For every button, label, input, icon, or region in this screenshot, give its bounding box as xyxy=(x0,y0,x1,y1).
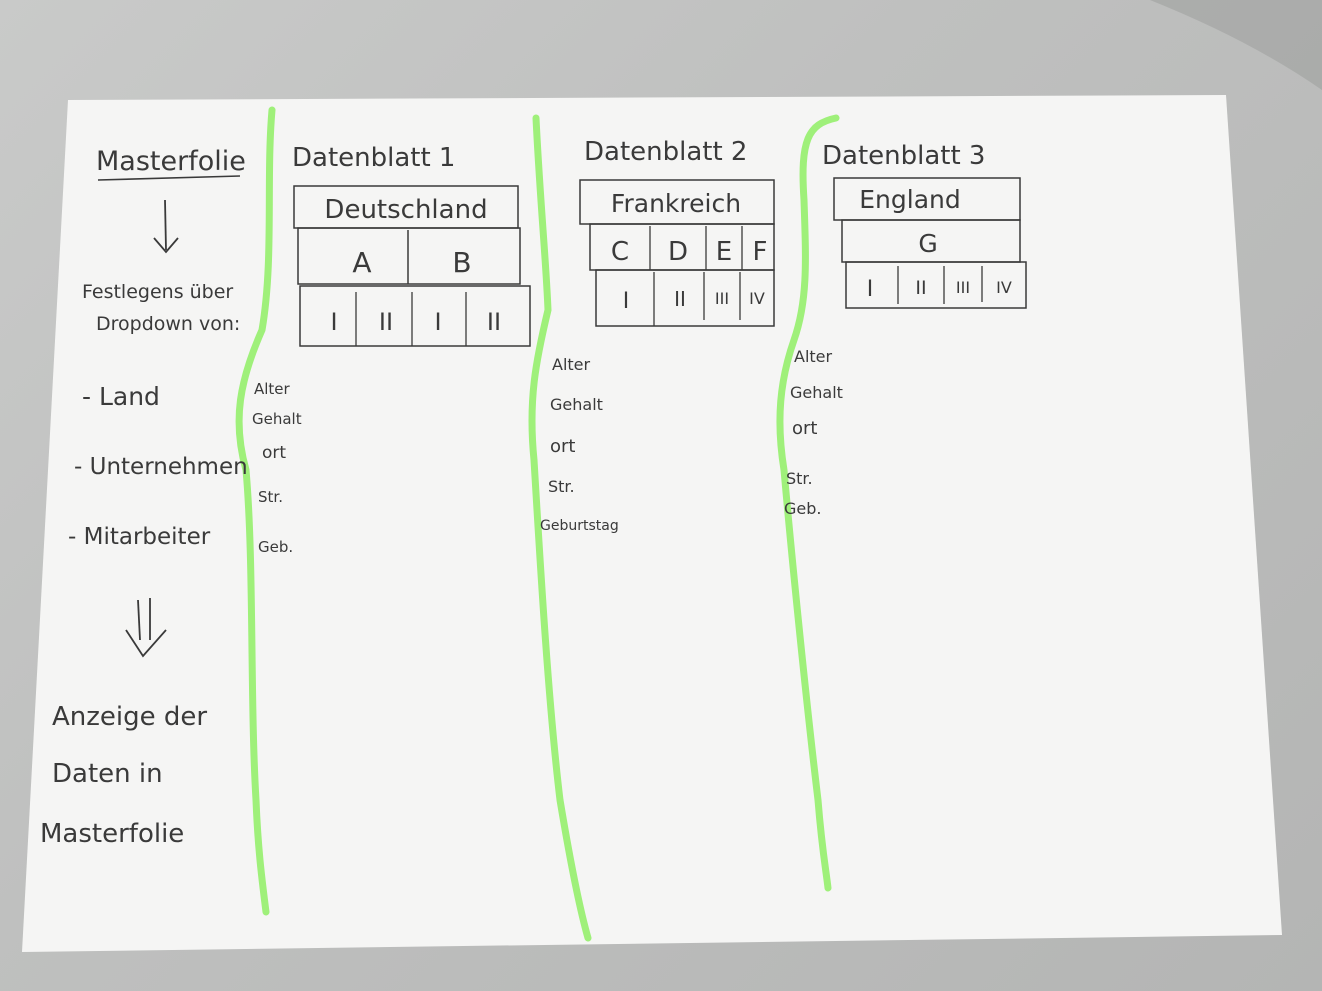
sheet-2: Datenblatt 2 Frankreich C D E F I II III… xyxy=(540,137,775,534)
country-label: England xyxy=(859,185,961,214)
country-label: Frankreich xyxy=(611,189,741,218)
employee-cell: IV xyxy=(749,289,765,308)
master-result-line1: Anzeige der xyxy=(52,702,207,732)
master-title: Masterfolie xyxy=(96,146,246,177)
company-cell: E xyxy=(716,237,732,267)
master-result-line2: Daten in xyxy=(52,759,163,789)
master-item-mitarbeiter: - Mitarbeiter xyxy=(68,524,211,550)
sheet-title: Datenblatt 1 xyxy=(292,143,455,173)
field-label: Gehalt xyxy=(252,410,302,428)
field-label: Str. xyxy=(548,477,575,496)
field-label: Gehalt xyxy=(550,395,603,414)
master-title-underline xyxy=(97,175,241,181)
field-label: Gehalt xyxy=(790,383,843,402)
employee-row xyxy=(299,285,531,347)
company-cell: C xyxy=(611,237,629,267)
down-arrow-icon xyxy=(153,199,179,254)
double-down-arrow-icon xyxy=(125,598,167,658)
master-item-unternehmen: - Unternehmen xyxy=(74,454,248,480)
field-label: ort xyxy=(550,436,575,457)
divider-line-1 xyxy=(235,106,276,916)
divider-line-2 xyxy=(528,114,592,942)
employee-cell: I xyxy=(434,308,441,336)
employee-cell: II xyxy=(915,277,926,299)
master-result-line3: Masterfolie xyxy=(40,819,184,849)
company-cell: G xyxy=(918,229,937,258)
employee-cell: I xyxy=(623,289,630,314)
company-cell: F xyxy=(753,237,768,267)
company-cell: D xyxy=(668,237,688,267)
field-label: Geb. xyxy=(784,499,821,518)
employee-row xyxy=(595,269,775,327)
employee-row xyxy=(845,261,1027,309)
company-cell: A xyxy=(352,246,371,279)
master-step1-line1: Festlegens über xyxy=(82,281,233,303)
employee-cell: II xyxy=(674,287,686,311)
field-label: Str. xyxy=(786,469,813,488)
employee-cell: IV xyxy=(996,278,1012,297)
field-label: ort xyxy=(262,443,286,463)
field-label: Alter xyxy=(552,355,591,374)
field-label: Geburtstag xyxy=(540,518,619,534)
divider-line-3 xyxy=(776,114,840,892)
country-label: Deutschland xyxy=(324,195,487,225)
employee-cell: II xyxy=(487,308,501,336)
desk-shadow xyxy=(1150,0,1322,90)
field-label: Str. xyxy=(258,488,283,506)
employee-cell: I xyxy=(867,277,874,302)
field-label: Geb. xyxy=(258,538,293,556)
sheet-3: Datenblatt 3 England G I II III IV Alter… xyxy=(784,141,1027,518)
master-item-land: - Land xyxy=(82,382,160,411)
sheet-1: Datenblatt 1 Deutschland A B I II I II A… xyxy=(252,143,531,556)
field-label: Alter xyxy=(254,380,291,398)
sheet-title: Datenblatt 2 xyxy=(584,137,747,167)
field-label: ort xyxy=(792,418,817,439)
employee-cell: III xyxy=(715,289,729,308)
field-label: Alter xyxy=(794,347,833,366)
paper-sheet xyxy=(22,95,1282,952)
sheet-title: Datenblatt 3 xyxy=(822,141,985,171)
company-cell: B xyxy=(452,246,471,279)
company-row xyxy=(297,227,521,285)
employee-cell: II xyxy=(379,308,393,336)
employee-cell: I xyxy=(330,308,337,336)
master-step1-line2: Dropdown von: xyxy=(96,313,240,335)
employee-cell: III xyxy=(956,278,970,297)
